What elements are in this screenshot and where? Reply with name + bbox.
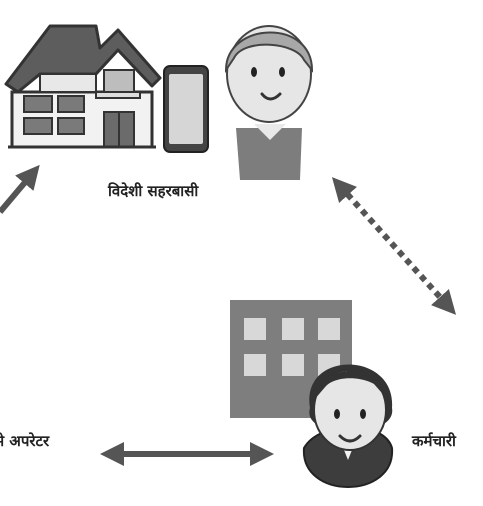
- office-building-icon: [230, 300, 352, 418]
- house-icon: [4, 24, 162, 149]
- woman-staff-icon: [302, 364, 394, 488]
- arrow-operator-to-resident: [0, 164, 40, 214]
- label-operator: से अपरेटर: [0, 432, 50, 450]
- label-staff: कर्मचारी: [412, 432, 456, 450]
- smartphone-icon: [163, 65, 209, 153]
- arrow-resident-staff: [331, 177, 457, 315]
- label-foreign-resident: विदेशी सहरबासी: [108, 182, 199, 200]
- man-icon: [224, 25, 314, 180]
